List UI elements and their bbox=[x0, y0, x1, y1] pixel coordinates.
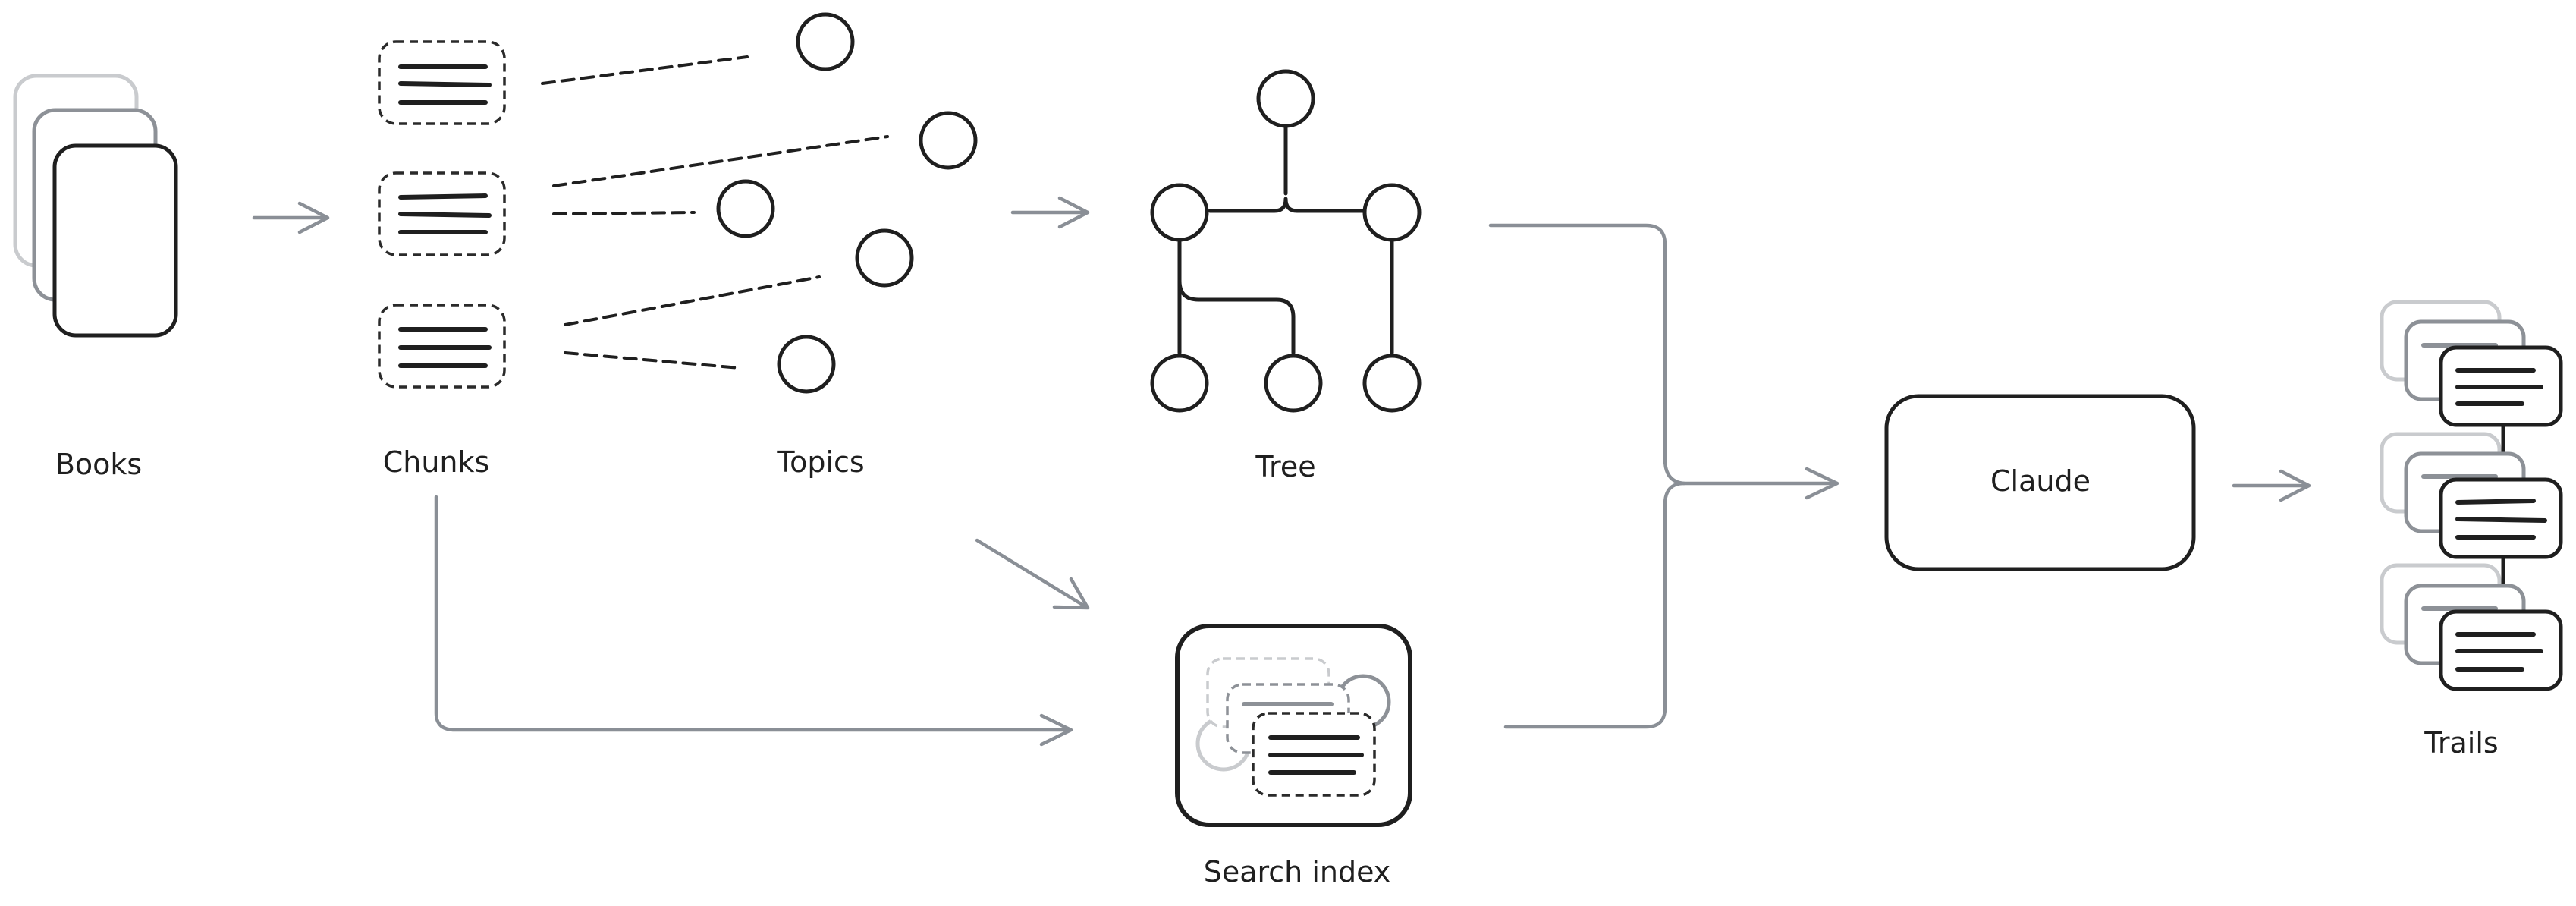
trails-label: Trails bbox=[2424, 726, 2498, 760]
tree-graph-icon bbox=[1150, 69, 1422, 413]
merge-arrow-to-claude bbox=[1488, 223, 1839, 729]
topic-node bbox=[716, 179, 775, 238]
topic-nodes bbox=[716, 12, 978, 394]
chunk-card-2 bbox=[378, 171, 506, 256]
topic-node bbox=[796, 12, 855, 71]
chunk-card-1 bbox=[378, 40, 506, 125]
arrow-claude-to-trails bbox=[2232, 469, 2311, 502]
chunk-card-3 bbox=[378, 304, 506, 389]
topic-node bbox=[855, 228, 914, 288]
search-index-label: Search index bbox=[1204, 855, 1391, 889]
tree-label: Tree bbox=[1255, 450, 1315, 483]
arrow-books-to-chunks bbox=[252, 201, 330, 234]
topics-label: Topics bbox=[776, 445, 864, 479]
topic-node bbox=[919, 111, 978, 170]
books-stack-icon bbox=[13, 74, 178, 338]
arrow-topics-to-search-index bbox=[975, 538, 1090, 610]
claude-label: Claude bbox=[1990, 464, 2091, 498]
chunks-label: Chunks bbox=[383, 445, 490, 479]
chunk-topic-links bbox=[541, 55, 889, 370]
search-index-icon bbox=[1175, 624, 1412, 827]
arrow-topics-to-tree bbox=[1010, 196, 1090, 229]
books-label: Books bbox=[55, 448, 142, 481]
trails-icon bbox=[2380, 300, 2563, 691]
arrow-chunks-to-search-index bbox=[434, 495, 1073, 747]
topic-node bbox=[777, 335, 836, 394]
claude-box bbox=[1884, 394, 2196, 571]
